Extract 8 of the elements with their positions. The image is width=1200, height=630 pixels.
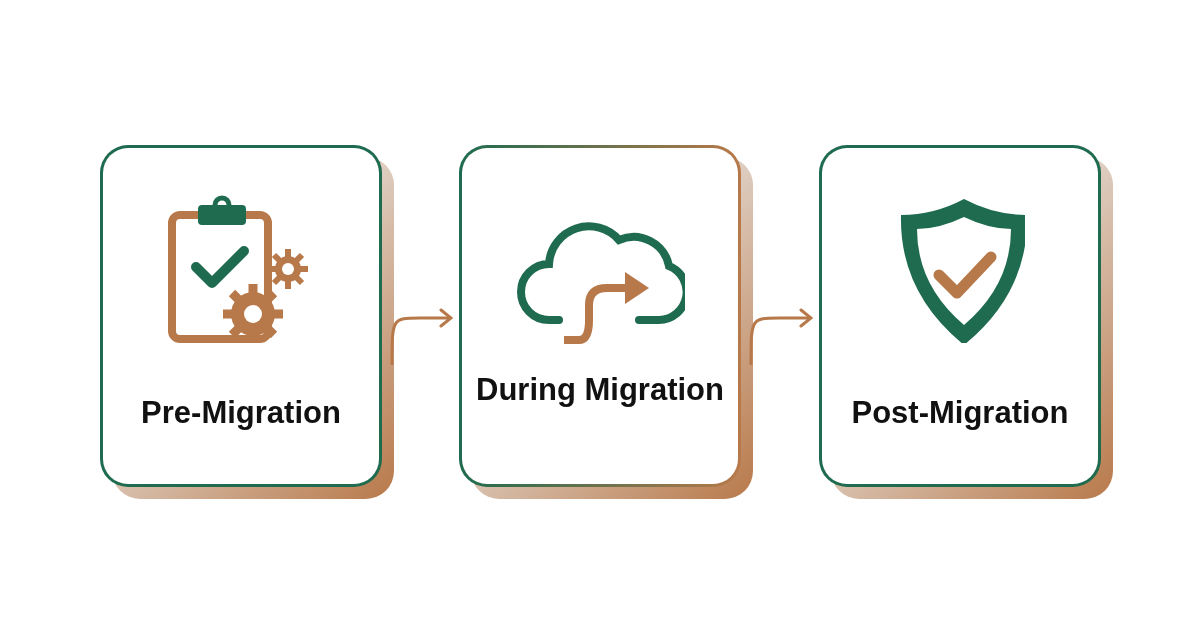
stage-title: During Migration (475, 371, 725, 409)
stage-title: Post-Migration (850, 394, 1070, 432)
stage-card (100, 145, 382, 487)
connector-arrow (749, 308, 813, 365)
stage-title: Pre-Migration (140, 394, 342, 432)
stage-card (819, 145, 1101, 487)
connector-arrow (390, 308, 453, 365)
stage-card (459, 145, 741, 487)
